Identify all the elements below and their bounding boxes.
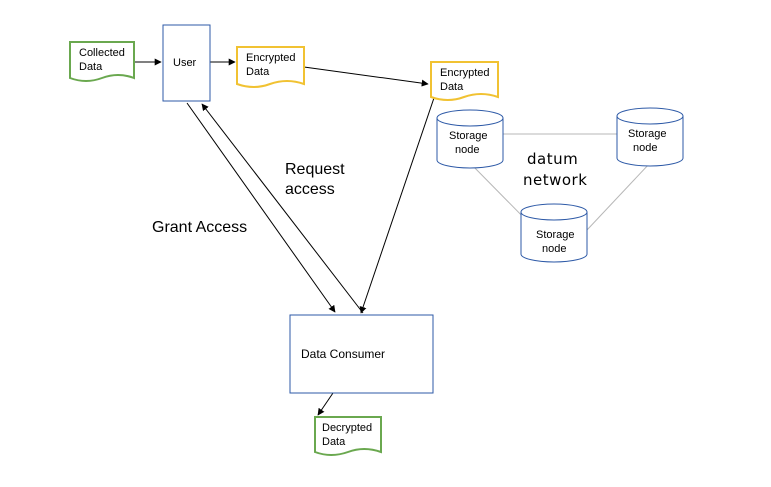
request-access-label: Request access <box>285 161 345 198</box>
collected-data-document: Collected Data <box>69 41 135 82</box>
network-label: datum network <box>523 150 587 189</box>
encrypted-data-1-label-1: Encrypted <box>246 52 296 64</box>
storage-node-2: Storage node <box>616 107 684 167</box>
collected-data-label-2: Data <box>79 61 103 73</box>
data-consumer-box: Data Consumer <box>289 314 434 394</box>
collected-data-label-1: Collected <box>79 47 125 59</box>
encrypted-data-2-label-1: Encrypted <box>440 67 490 79</box>
user-label: User <box>173 57 197 69</box>
grant-access-label: Grant Access <box>152 219 247 236</box>
encrypted-data-2-label-2: Data <box>440 81 464 93</box>
decrypted-data-document: Decrypted Data <box>314 416 382 456</box>
storage-node-1-label-1: Storage <box>449 130 488 142</box>
request-access-label-2: access <box>285 181 335 198</box>
storage-node-3-label-1: Storage <box>536 229 575 241</box>
decrypted-data-label-1: Decrypted <box>322 422 372 434</box>
network-link <box>586 162 651 231</box>
edge-request-access <box>201 103 364 314</box>
storage-node-3-label-2: node <box>542 243 566 255</box>
network-label-2: network <box>523 171 587 189</box>
user-box: User <box>162 24 211 102</box>
network-label-1: datum <box>527 150 578 168</box>
encrypted-data-document-2: Encrypted Data <box>430 61 499 101</box>
storage-node-2-label-1: Storage <box>628 128 667 140</box>
edges <box>134 58 437 416</box>
storage-node-1: Storage node <box>436 109 504 169</box>
edge-consumer-to-decrypted <box>317 392 334 416</box>
decrypted-data-label-2: Data <box>322 436 346 448</box>
data-consumer-label: Data Consumer <box>301 347 385 361</box>
edge-encrypted-to-encrypted <box>303 66 429 87</box>
storage-node-2-label-2: node <box>633 142 657 154</box>
encrypted-data-1-label-2: Data <box>246 66 270 78</box>
storage-node-1-label-2: node <box>455 144 479 156</box>
storage-node-3: Storage node <box>520 203 588 263</box>
edge-network-to-consumer <box>359 91 437 314</box>
encrypted-data-document-1: Encrypted Data <box>236 46 305 88</box>
edge-grant-access <box>186 102 336 313</box>
request-access-label-1: Request <box>285 161 345 178</box>
